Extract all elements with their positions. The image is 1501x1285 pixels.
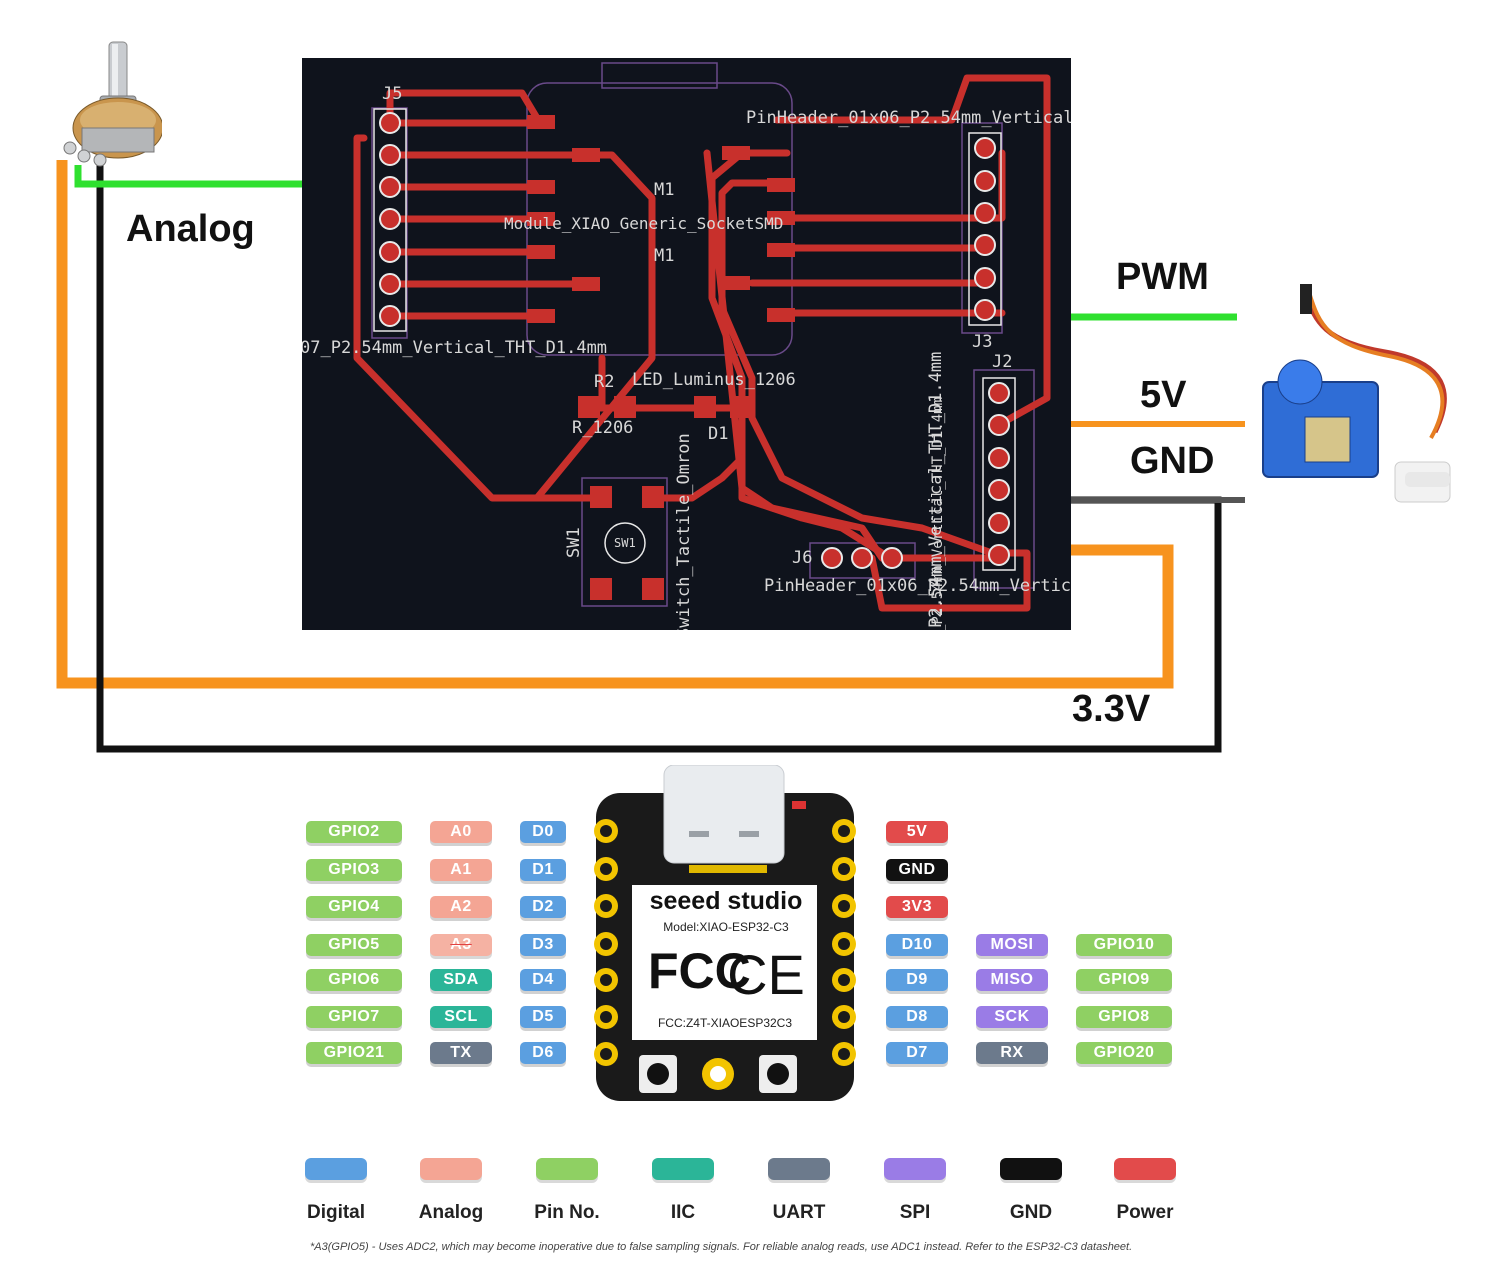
pin-alt-label: RX	[976, 1042, 1048, 1064]
legend-label: Pin No.	[534, 1202, 600, 1223]
pcb-traces	[353, 62, 1051, 612]
pcb-sw1-ref: SW1	[614, 536, 636, 550]
legend-label: Digital	[306, 1202, 366, 1223]
legend-label: Analog	[418, 1202, 484, 1223]
legend-swatch	[884, 1158, 946, 1180]
pin-alt-label: SCL	[430, 1006, 492, 1028]
footnote: *A3(GPIO5) - Uses ADC2, which may become…	[310, 1241, 1133, 1253]
pcb-pinheader-top: PinHeader_01x06_P2.54mm_Vertical	[746, 108, 1071, 128]
pin-right-label: D10	[886, 934, 948, 956]
pin-alt-label: MISO	[976, 969, 1048, 991]
pin-right-label: 3V3	[886, 896, 948, 918]
pin-digital-label: D5	[520, 1006, 566, 1028]
wire-analog	[74, 165, 385, 188]
legend-label: GND	[1009, 1202, 1053, 1223]
pcb-ref-j5: J5	[382, 84, 403, 104]
label-5v: 5V	[1140, 374, 1187, 416]
pin-gpio-label: GPIO20	[1076, 1042, 1172, 1064]
pin-alt-label: A3	[430, 934, 492, 956]
pin-alt-label: A1	[430, 859, 492, 881]
label-analog: Analog	[126, 208, 255, 250]
pin-alt-label: MOSI	[976, 934, 1048, 956]
pin-gpio-label: GPIO10	[1076, 934, 1172, 956]
board-brand: seeed studio	[649, 887, 803, 915]
legend-label: IIC	[670, 1202, 696, 1223]
pin-right-label: D7	[886, 1042, 948, 1064]
pin-gpio-label: GPIO6	[306, 969, 402, 991]
pin-digital-label: D2	[520, 896, 566, 918]
pcb-ref-j3: J3	[972, 332, 993, 352]
pin-gpio-label: GPIO7	[306, 1006, 402, 1028]
legend-swatch	[536, 1158, 598, 1180]
pcb-ref-r2: R2	[594, 372, 615, 392]
pcb-ref-sw1: SW1	[564, 527, 584, 558]
fcc-logo: FCC	[648, 943, 751, 999]
pcb-module-fp: Module_XIAO_Generic_SocketSMD	[504, 214, 784, 233]
pin-gpio-label: GPIO21	[306, 1042, 402, 1064]
pin-alt-label: A2	[430, 896, 492, 918]
xiao-board	[594, 765, 856, 1101]
legend-swatch	[1000, 1158, 1062, 1180]
pcb-r1206: R_1206	[572, 418, 634, 438]
pin-alt-label: SDA	[430, 969, 492, 991]
pcb-ref-m1b: M1	[654, 246, 675, 266]
legend-swatch	[652, 1158, 714, 1180]
pin-gpio-label: GPIO9	[1076, 969, 1172, 991]
pin-digital-label: D0	[520, 821, 566, 843]
label-3v3: 3.3V	[1072, 688, 1151, 730]
pin-right-label: 5V	[886, 821, 948, 843]
pin-digital-label: D6	[520, 1042, 566, 1064]
ce-logo: CE	[727, 943, 805, 1006]
pcb-j6-fp: PinHeader_01x06_P2.54mm_Vertical	[764, 576, 1071, 596]
legend-swatch	[305, 1158, 367, 1180]
pin-digital-label: D1	[520, 859, 566, 881]
pin-right-label: D8	[886, 1006, 948, 1028]
pin-right-label: GND	[886, 859, 948, 881]
board-fccid: FCC:Z4T-XIAOESP32C3	[657, 1016, 793, 1030]
pin-alt-label: A0	[430, 821, 492, 843]
pin-gpio-label: GPIO2	[306, 821, 402, 843]
pcb-ref-d1: D1	[708, 424, 729, 444]
legend-swatch	[420, 1158, 482, 1180]
label-pwm: PWM	[1116, 256, 1209, 298]
pcb-switch-fp: Switch_Tactile_Omron	[674, 433, 694, 630]
pin-right-label: D9	[886, 969, 948, 991]
legend-label: UART	[772, 1202, 826, 1223]
servo-icon	[1245, 282, 1463, 524]
pcb-j5-fp: 07_P2.54mm_Vertical_THT_D1.4mm	[302, 338, 608, 358]
board-model: Model:XIAO-ESP32-C3	[663, 920, 789, 934]
pin-digital-label: D3	[520, 934, 566, 956]
pcb-j2-fp: _P2.54mm_Vertical_THT_D1.4mm	[930, 396, 946, 630]
legend-label: SPI	[899, 1202, 931, 1223]
legend-swatch	[1114, 1158, 1176, 1180]
label-gnd: GND	[1130, 440, 1215, 482]
pcb-led-fp: LED_Luminus_1206	[632, 370, 796, 390]
pcb-ref-j6: J6	[792, 548, 813, 568]
pcb-layout: J5 M1 Module_XIAO_Generic_SocketSMD M1 P…	[302, 58, 1071, 630]
pcb-ref-m1a: M1	[654, 180, 675, 200]
legend-swatch	[768, 1158, 830, 1180]
pin-alt-label: SCK	[976, 1006, 1048, 1028]
pin-gpio-label: GPIO3	[306, 859, 402, 881]
pin-gpio-label: GPIO8	[1076, 1006, 1172, 1028]
wire-3v3	[56, 160, 1174, 689]
pin-alt-label: TX	[430, 1042, 492, 1064]
pin-gpio-label: GPIO4	[306, 896, 402, 918]
pcb-ref-j2: J2	[992, 352, 1013, 372]
potentiometer-icon	[63, 41, 162, 167]
pin-digital-label: D4	[520, 969, 566, 991]
legend-label: Power	[1116, 1202, 1174, 1223]
pin-gpio-label: GPIO5	[306, 934, 402, 956]
